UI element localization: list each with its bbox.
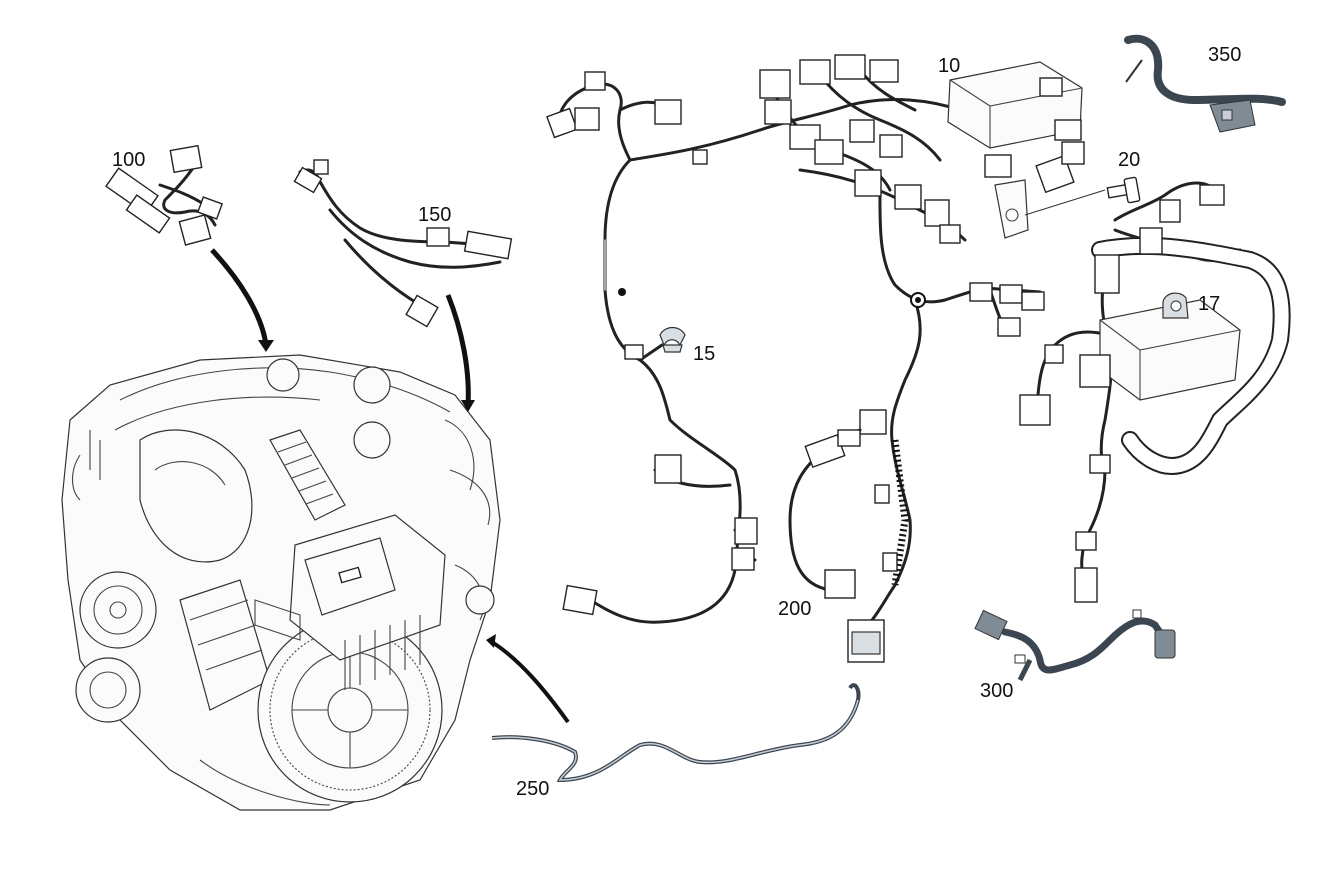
label-15: 15 <box>693 343 715 365</box>
clip-17 <box>1162 292 1189 319</box>
label-10: 10 <box>938 55 960 77</box>
callout-labels: 10 20 15 17 100 150 200 250 300 350 <box>112 44 1241 800</box>
main-harness-10 <box>546 54 1291 663</box>
harness-200 <box>788 428 862 599</box>
label-250: 250 <box>516 778 549 800</box>
harness-100 <box>105 144 224 246</box>
cable-350 <box>1124 34 1286 133</box>
cable-250 <box>491 683 861 783</box>
label-200: 200 <box>778 598 811 620</box>
clip-15 <box>659 326 686 353</box>
bolt-20 <box>1106 176 1141 204</box>
label-20: 20 <box>1118 149 1140 171</box>
harness-150 <box>293 159 513 328</box>
engine-assembly <box>61 354 501 811</box>
label-350: 350 <box>1208 44 1241 66</box>
assembly-arrows <box>210 248 570 724</box>
label-150: 150 <box>418 204 451 226</box>
label-100: 100 <box>112 149 145 171</box>
label-17: 17 <box>1198 293 1220 315</box>
label-300: 300 <box>980 680 1013 702</box>
cable-300 <box>974 609 1176 682</box>
